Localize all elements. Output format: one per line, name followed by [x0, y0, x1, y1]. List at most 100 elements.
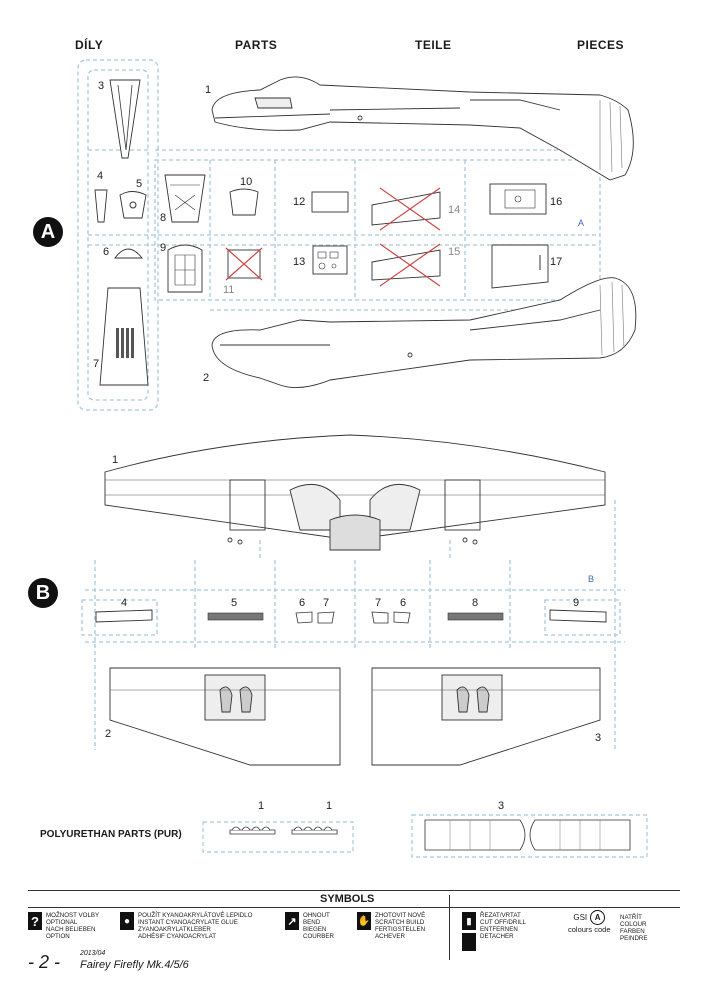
part-number-b6-left: 6 [299, 597, 306, 609]
part-a4 [94, 189, 108, 223]
part-number-a14: 14 [448, 204, 461, 216]
part-b8 [447, 612, 504, 621]
part-b6-right [393, 611, 411, 624]
symbol-colour-line: FARBEN [620, 928, 645, 935]
symbol-glue-line: ZYANOAKRYLATKLEBER [138, 926, 211, 933]
footer-date: 2013/04 [80, 950, 106, 957]
part-number-b1: 1 [112, 454, 119, 466]
symbols-separator [449, 895, 450, 960]
pur-number-3: 3 [498, 800, 505, 812]
part-a12 [311, 191, 349, 213]
part-number-a3: 3 [98, 80, 105, 92]
symbol-scratch-line: ZHOTOVIT NOVÉ [375, 912, 426, 919]
glue-drop-icon: ● [120, 912, 134, 930]
part-number-b7-left: 7 [323, 597, 330, 609]
symbol-optional-line: NACH BELIEBEN [46, 926, 96, 933]
header-dily: DÍLY [75, 38, 104, 52]
gsi-label: GSI [573, 913, 588, 922]
symbol-glue-line: POUŽÍT KYANOAKRYLÁTOVÉ LEPIDLO [138, 912, 253, 919]
symbol-cut-line: DETACHER [480, 933, 514, 940]
symbol-colour-line: NATŘÍT [620, 914, 642, 921]
part-b3-wing-lower [371, 667, 601, 766]
pur-part-3 [424, 819, 631, 851]
symbol-scratch-build: ✋ ZHOTOVIT NOVÉ SCRATCH BUILD FERTIGSTEL… [357, 912, 425, 940]
part-a5 [119, 191, 147, 219]
colour-code-icon: A [590, 910, 606, 925]
fret-a-drawing [77, 59, 637, 411]
symbol-scratch-line: SCRATCH BUILD [375, 919, 425, 926]
page-number: - 2 - [28, 952, 61, 972]
symbol-glue-line: ADHÉSIF CYANOACRYLAT [138, 933, 217, 940]
symbols-rule [28, 907, 680, 908]
part-a11-cross [225, 247, 263, 281]
part-a7-louvres [116, 328, 134, 358]
part-number-b7-right: 7 [375, 597, 382, 609]
part-a17 [491, 244, 549, 289]
symbol-bend: ↗ OHNOUT BEND BIEGEN COURBER [285, 912, 334, 940]
symbol-glue: ● POUŽÍT KYANOAKRYLÁTOVÉ LEPIDLO INSTANT… [120, 912, 252, 940]
cut-icon: ▮ [462, 912, 476, 930]
part-number-a5: 5 [136, 178, 143, 190]
sprue-frame-b [81, 500, 625, 750]
part-number-a13: 13 [293, 256, 306, 268]
symbol-colour-line: COLOUR [620, 921, 647, 928]
symbol-bend-line: BIEGEN [303, 926, 327, 933]
part-number-a17: 17 [550, 256, 563, 268]
symbol-scratch-line: FERTIGSTELLEN [375, 926, 426, 933]
part-number-a12: 12 [293, 196, 306, 208]
part-number-a2: 2 [203, 372, 210, 384]
part-a6 [114, 248, 143, 259]
pur-title: POLYURETHAN PARTS (PUR) [40, 829, 182, 840]
drill-icon [462, 933, 476, 951]
part-number-b9: 9 [573, 597, 580, 609]
part-b9 [549, 609, 607, 623]
scratch-build-icon: ✋ [357, 912, 371, 930]
part-number-a11: 11 [223, 284, 235, 296]
symbol-colour-text: NATŘÍT COLOUR FARBEN PEINDRE [620, 914, 648, 942]
part-number-a15: 15 [448, 246, 461, 258]
symbol-cut-line: ENTFERNEN [480, 926, 518, 933]
symbol-bend-line: COURBER [303, 933, 334, 940]
part-number-b5: 5 [231, 597, 238, 609]
fret-b-sprue-letter: B [588, 574, 595, 584]
part-number-a4: 4 [97, 170, 104, 182]
part-number-b2: 2 [105, 728, 112, 740]
part-a10 [229, 188, 259, 216]
part-b7-right [371, 611, 389, 624]
part-a1-fuselage [211, 76, 634, 181]
part-b7-left [317, 611, 335, 624]
fret-a-sprue-letter: A [578, 218, 585, 228]
symbol-colour-code: GSI A colours code [568, 910, 611, 934]
part-number-a10: 10 [240, 176, 253, 188]
fret-b-badge: B [28, 578, 58, 608]
pur-exhausts-right [291, 826, 338, 835]
question-icon: ? [28, 912, 42, 930]
symbol-optional: ? MOŽNOST VOLBY OPTIONAL NACH BELIEBEN O… [28, 912, 99, 940]
part-number-a8: 8 [160, 212, 167, 224]
header-pieces: PIECES [577, 38, 625, 52]
symbol-optional-line: MOŽNOST VOLBY [46, 912, 100, 919]
pur-exhausts-left [229, 826, 276, 835]
symbol-glue-line: INSTANT CYANOACRYLATE GLUE [138, 919, 238, 926]
part-number-b8: 8 [472, 597, 479, 609]
fret-a-badge: A [33, 217, 63, 247]
part-a14 [371, 191, 441, 226]
part-b5 [207, 612, 264, 621]
part-number-b6-right: 6 [400, 597, 407, 609]
part-number-a9: 9 [160, 242, 167, 254]
part-number-a1: 1 [205, 84, 212, 96]
part-a3 [109, 79, 141, 159]
symbols-divider [28, 890, 680, 891]
symbol-bend-line: BEND [303, 919, 321, 926]
symbol-cut: ▮ ŘEZAT/VRTAT CUT OFF/DRILL ENTFERNEN DE… [462, 912, 526, 951]
footer-title: Fairey Firefly Mk.4/5/6 [80, 959, 189, 971]
header-parts: PARTS [235, 38, 278, 52]
symbol-colour-line: PEINDRE [620, 935, 648, 942]
part-number-b3: 3 [595, 732, 602, 744]
part-a2-fuselage [211, 277, 637, 389]
part-a15 [371, 249, 441, 281]
bend-icon: ↗ [285, 912, 299, 930]
pur-drawing [202, 814, 648, 858]
symbol-bend-line: OHNOUT [303, 912, 330, 919]
part-b2-wing-lower [109, 667, 341, 766]
